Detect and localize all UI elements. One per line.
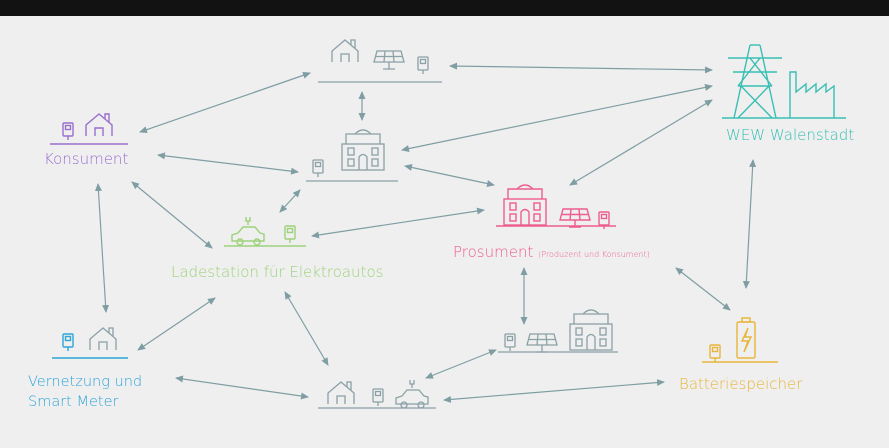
batterie-label: Batteriespeicher xyxy=(679,375,803,393)
prosument-label: Prosument (Produzent und Konsument) xyxy=(453,243,650,261)
wew-icons xyxy=(722,44,846,119)
power-pylon-icon xyxy=(728,44,782,119)
house-icon xyxy=(85,113,113,137)
house-solar-meter-top xyxy=(318,39,442,83)
vernetzung-icons xyxy=(52,327,128,359)
villa-meter-center xyxy=(306,129,398,182)
solar-panel-icon xyxy=(559,208,591,228)
smart-meter-icon xyxy=(709,344,721,363)
solar-panel-icon xyxy=(526,333,558,353)
prosument-icons xyxy=(496,184,616,230)
house-meter-car-bottom xyxy=(318,379,436,409)
electric-car-icon xyxy=(231,216,265,246)
smart-meter-icon xyxy=(312,159,324,178)
villa-icon xyxy=(341,129,385,171)
vernetzung-line1: Vernetzung und xyxy=(28,374,143,390)
vernetzung-line2: Smart Meter xyxy=(28,393,119,410)
charging-station-icon xyxy=(284,225,296,244)
villa-icon xyxy=(503,184,547,226)
wew-label: WEW Walenstadt xyxy=(726,126,855,144)
house-icon xyxy=(331,39,359,63)
villa-icon xyxy=(569,309,613,351)
vernetzung-label: Vernetzung und Smart Meter xyxy=(28,373,142,412)
konsument-label: Konsument xyxy=(44,150,129,168)
house-icon xyxy=(89,327,117,351)
connection-arrows xyxy=(94,62,757,403)
villa-solar-meter-lower xyxy=(498,309,618,353)
smart-meter-icon xyxy=(417,56,429,75)
prosument-title: Prosument xyxy=(453,243,534,261)
smart-meter-icon xyxy=(504,333,516,352)
smart-meter-icon xyxy=(62,122,74,141)
prosument-note: (Produzent und Konsument) xyxy=(538,250,650,259)
konsument-icons xyxy=(50,113,128,145)
batterie-icons xyxy=(702,317,778,363)
electric-car-icon xyxy=(395,379,429,409)
factory-icon xyxy=(789,71,835,118)
smart-meter-icon xyxy=(372,388,384,407)
battery-icon xyxy=(736,317,756,359)
top-bar xyxy=(0,0,889,16)
solar-panel-icon xyxy=(373,50,405,70)
ladestation-label: Ladestation für Elektroautos xyxy=(171,263,384,281)
ladestation-icons xyxy=(224,216,306,247)
house-icon xyxy=(327,381,355,405)
smart-meter-icon xyxy=(62,333,74,352)
